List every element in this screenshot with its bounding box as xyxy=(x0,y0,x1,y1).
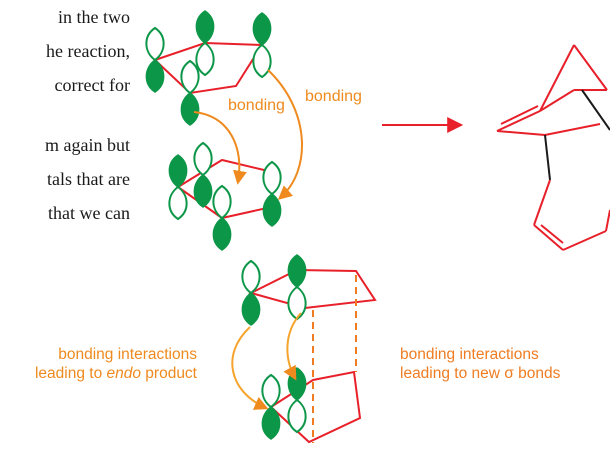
body-text-line: in the two xyxy=(58,7,130,27)
caption-endo-line2a: leading to xyxy=(34,365,107,382)
top-bonding-arrows xyxy=(193,69,303,200)
body-text-line: that we can xyxy=(48,203,130,223)
forming-sigma-bonds xyxy=(312,275,357,443)
bottom-dienophile-ring xyxy=(269,370,362,444)
label-bonding-left: bonding xyxy=(228,97,285,114)
body-text: in the two he reaction, correct for m ag… xyxy=(0,0,130,230)
bottom-bonding-arrows xyxy=(231,312,302,410)
body-text-line: correct for xyxy=(54,75,130,95)
product-structure xyxy=(496,44,610,251)
body-text-line: tals that are xyxy=(47,169,130,189)
body-text-line: he reaction, xyxy=(46,41,130,61)
caption-endo-line1: bonding interactions xyxy=(58,346,197,363)
caption-endo: bonding interactions leading to endo pro… xyxy=(35,345,197,383)
label-bonding-right: bonding xyxy=(305,88,362,105)
top-dienophile-orbitals xyxy=(168,142,282,251)
body-text-line: m again but xyxy=(45,135,130,155)
caption-endo-italic: endo xyxy=(106,365,141,382)
caption-endo-line2c: product xyxy=(140,365,197,382)
bottom-dienophile-orbitals xyxy=(261,367,307,440)
bottom-diene-orbitals xyxy=(241,254,307,326)
caption-sigma-line2: leading to new σ bonds xyxy=(400,365,561,382)
caption-sigma-line1: bonding interactions xyxy=(400,346,539,363)
caption-sigma: bonding interactions leading to new σ bo… xyxy=(400,345,560,383)
